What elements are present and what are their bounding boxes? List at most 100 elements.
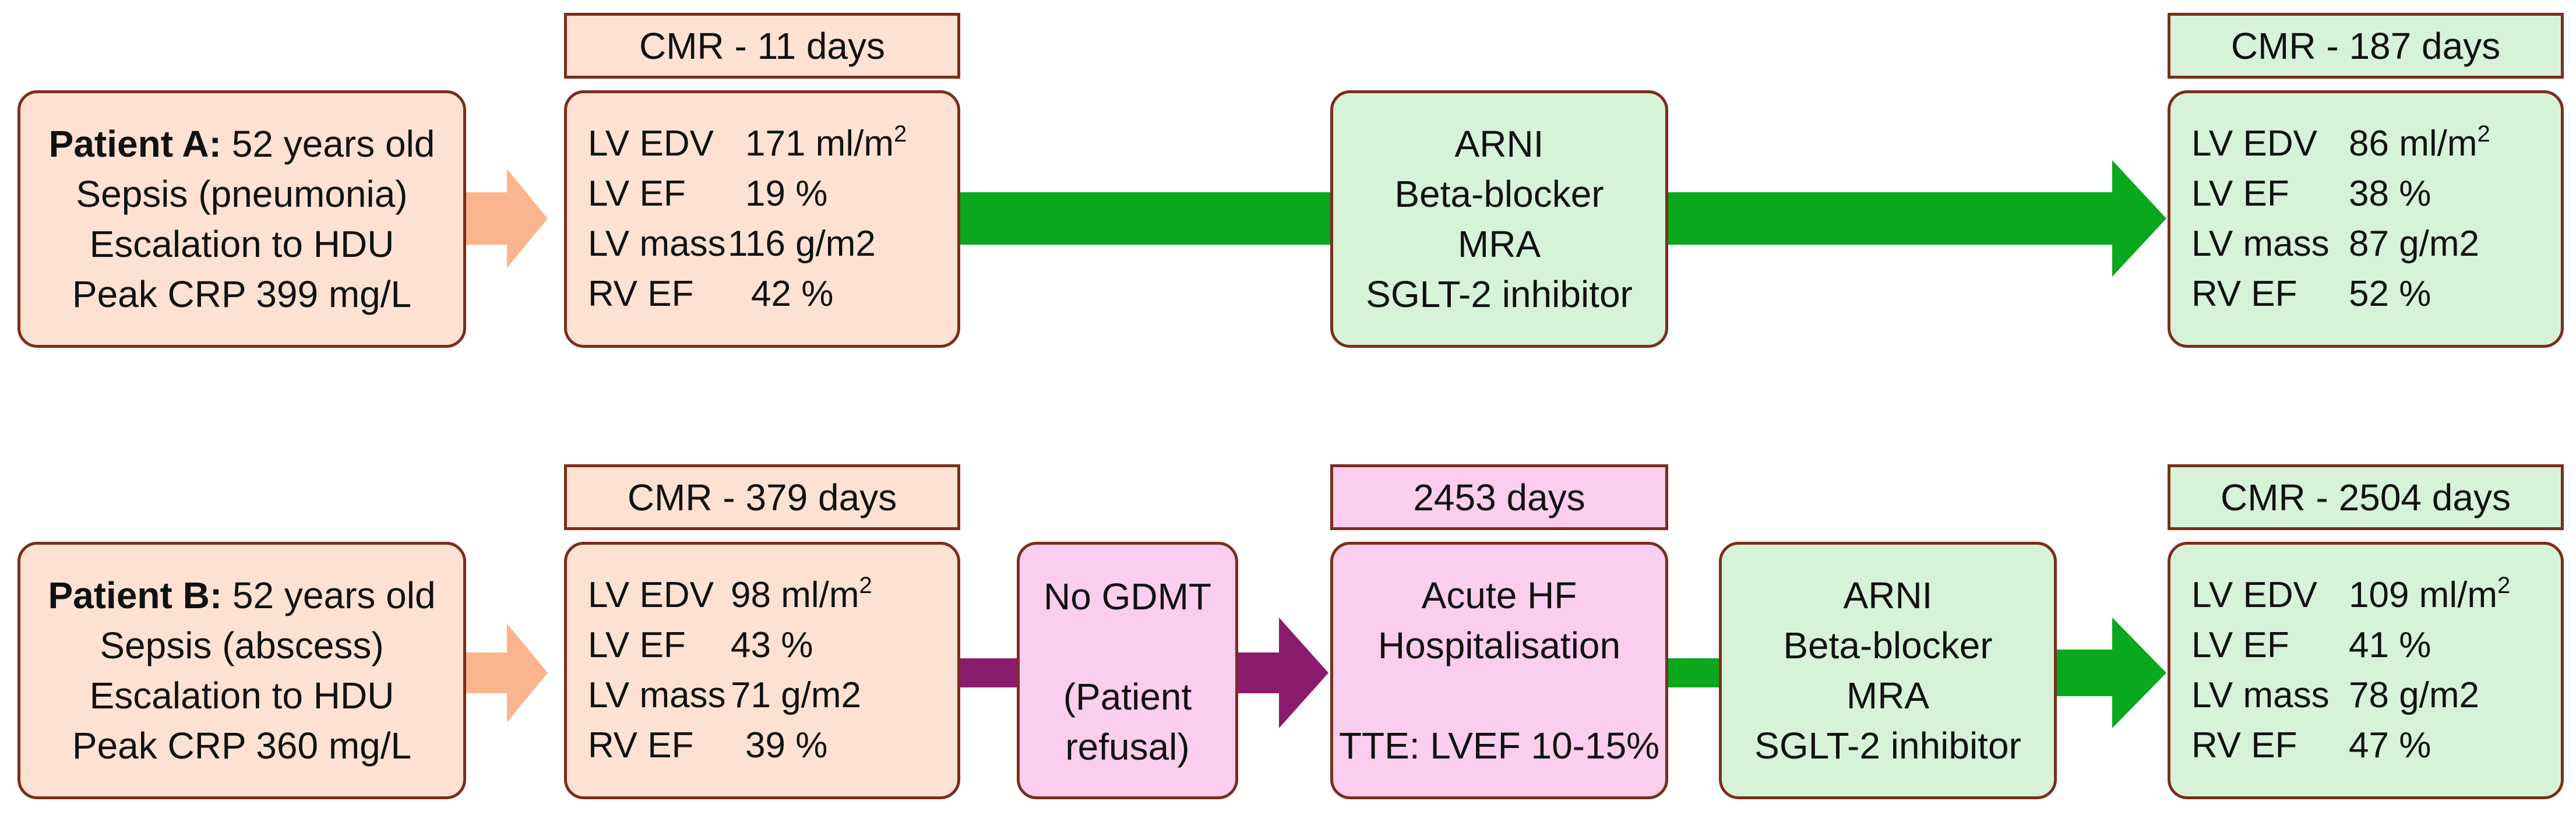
metric-name: LV EF bbox=[2191, 174, 2289, 214]
therapy-item: ARNI bbox=[1843, 574, 1933, 616]
metric-name: RV EF bbox=[588, 274, 694, 314]
no-gdmt-line2: (Patient bbox=[1063, 676, 1192, 718]
metric-name: LV EDV bbox=[588, 575, 714, 615]
metric-value: 52 % bbox=[2349, 274, 2431, 314]
metric-value: 42 % bbox=[751, 274, 834, 314]
metric-name: LV EF bbox=[2191, 625, 2289, 665]
metric-row: LV mass 78 g/m2 bbox=[2191, 671, 2561, 721]
hospitalisation-box: Acute HF Hospitalisation TTE: LVEF 10-15… bbox=[1330, 542, 1668, 799]
arrow-a-peach-body bbox=[466, 169, 548, 268]
hospitalisation-label: 2453 days bbox=[1330, 464, 1668, 530]
metric-row: LV EF 19 % bbox=[588, 169, 957, 219]
metric-sup: 2 bbox=[2497, 573, 2511, 598]
metric-value: 71 g/m2 bbox=[731, 675, 862, 715]
metric-value: 38 % bbox=[2349, 174, 2431, 214]
metric-sup: 2 bbox=[859, 573, 872, 598]
patient-b-cmr2-box: LV EDV 109 ml/m2 LV EF 41 % LV mass 78 g… bbox=[2168, 542, 2564, 799]
metric-name: LV EDV bbox=[588, 124, 714, 164]
therapy-item: SGLT-2 inhibitor bbox=[1366, 273, 1633, 315]
metric-row: LV EDV 109 ml/m2 bbox=[2191, 570, 2561, 620]
patient-b-cmr1-box: LV EDV 98 ml/m2 LV EF 43 % LV mass 71 g/… bbox=[564, 542, 960, 799]
patient-a-line-2: Escalation to HDU bbox=[89, 223, 394, 265]
metric-row: LV EDV 98 ml/m2 bbox=[588, 570, 957, 620]
arrow-b-peach bbox=[466, 623, 548, 722]
metric-name: RV EF bbox=[2191, 725, 2297, 765]
therapy-item: MRA bbox=[1846, 675, 1930, 717]
no-gdmt-box: No GDMT (Patient refusal) bbox=[1017, 542, 1238, 799]
arrow-b-green-2 bbox=[2057, 618, 2166, 728]
patient-b-box: Patient B: 52 years old Sepsis (abscess)… bbox=[17, 542, 466, 799]
metric-name: LV mass bbox=[588, 224, 726, 264]
hospitalisation-line2: Hospitalisation bbox=[1377, 625, 1621, 666]
patient-a-line-3: Peak CRP 399 mg/L bbox=[72, 273, 412, 315]
metric-name: LV mass bbox=[2191, 224, 2330, 264]
metric-value: 78 g/m2 bbox=[2349, 675, 2480, 715]
metric-value-wrap: 109 ml/m2 bbox=[2349, 570, 2510, 620]
patient-a-box: Patient A: 52 years old Sepsis (pneumoni… bbox=[17, 90, 466, 348]
no-gdmt-line3: refusal) bbox=[1065, 726, 1190, 768]
patient-b-line-1: Sepsis (abscess) bbox=[100, 625, 384, 666]
metric-value: 43 % bbox=[731, 625, 813, 665]
patient-b-line-3: Peak CRP 360 mg/L bbox=[72, 725, 412, 767]
patient-a-cmr1-label: CMR - 11 days bbox=[564, 13, 960, 79]
patient-a-cmr2-box: LV EDV 86 ml/m2 LV EF 38 % LV mass 87 g/… bbox=[2168, 90, 2564, 348]
therapy-item: SGLT-2 inhibitor bbox=[1754, 725, 2021, 767]
hospitalisation-line1: Acute HF bbox=[1421, 574, 1577, 616]
patient-a-cmr1-box: LV EDV 171 ml/m2 LV EF 19 % LV mass 116 … bbox=[564, 90, 960, 348]
metric-name: LV EF bbox=[588, 174, 686, 214]
metric-row: LV EF 43 % bbox=[588, 620, 957, 671]
metric-row: RV EF 42 % bbox=[588, 269, 957, 319]
metric-name: RV EF bbox=[588, 725, 694, 765]
patient-a-therapy-box: ARNI Beta-blocker MRA SGLT-2 inhibitor bbox=[1330, 90, 1668, 348]
metric-name: RV EF bbox=[2191, 274, 2297, 314]
metric-row: LV mass 87 g/m2 bbox=[2191, 219, 2561, 269]
metric-value: 47 % bbox=[2349, 725, 2431, 765]
metric-row: LV EDV 86 ml/m2 bbox=[2191, 119, 2561, 169]
patient-b-cmr1-label: CMR - 379 days bbox=[564, 464, 960, 530]
metric-value: 116 g/m2 bbox=[728, 224, 876, 264]
patient-a-line-1: Sepsis (pneumonia) bbox=[76, 173, 408, 215]
patient-b-line-2: Escalation to HDU bbox=[89, 675, 394, 717]
metric-value: 87 g/m2 bbox=[2349, 224, 2480, 264]
patient-b-therapy-box: ARNI Beta-blocker MRA SGLT-2 inhibitor bbox=[1719, 542, 2057, 799]
metric-row: LV EF 41 % bbox=[2191, 620, 2561, 671]
metric-value: 109 ml/m bbox=[2349, 575, 2497, 615]
arrow-b-green-1 bbox=[1666, 658, 1719, 687]
patient-a-cmr2-label: CMR - 187 days bbox=[2168, 13, 2564, 79]
metric-name: LV EDV bbox=[2191, 575, 2317, 615]
therapy-item: ARNI bbox=[1454, 123, 1544, 165]
metric-value: 86 ml/m bbox=[2349, 124, 2478, 164]
metric-row: LV EF 38 % bbox=[2191, 169, 2561, 219]
metric-sup: 2 bbox=[893, 121, 907, 147]
metric-value: 171 ml/m bbox=[745, 124, 894, 164]
metric-row: RV EF 39 % bbox=[588, 721, 957, 771]
metric-name: LV mass bbox=[588, 675, 726, 715]
metric-row: RV EF 52 % bbox=[2191, 269, 2561, 319]
metric-row: RV EF 47 % bbox=[2191, 721, 2561, 771]
therapy-item: Beta-blocker bbox=[1394, 173, 1604, 215]
metric-value: 39 % bbox=[745, 725, 828, 765]
hospitalisation-line3: TTE: LVEF 10-15% bbox=[1338, 725, 1660, 767]
metric-value-wrap: 171 ml/m2 bbox=[745, 119, 907, 169]
therapy-item: MRA bbox=[1457, 223, 1541, 265]
therapy-item: Beta-blocker bbox=[1783, 625, 1993, 666]
no-gdmt-title: No GDMT bbox=[1044, 576, 1211, 618]
metric-row: LV mass 116 g/m2 bbox=[588, 219, 957, 269]
patient-a-name: Patient A: bbox=[48, 123, 221, 165]
patient-a-age: 52 years old bbox=[231, 123, 435, 165]
metric-name: LV EDV bbox=[2191, 124, 2317, 164]
metric-row: LV EDV 171 ml/m2 bbox=[588, 119, 957, 169]
metric-value: 41 % bbox=[2349, 625, 2431, 665]
metric-value: 19 % bbox=[745, 174, 828, 214]
metric-row: LV mass 71 g/m2 bbox=[588, 671, 957, 721]
patient-b-name: Patient B: bbox=[48, 574, 223, 616]
metric-value: 98 ml/m bbox=[731, 575, 859, 615]
metric-name: LV mass bbox=[2191, 675, 2330, 715]
metric-value-wrap: 98 ml/m2 bbox=[731, 570, 872, 620]
metric-name: LV EF bbox=[588, 625, 686, 665]
patient-b-age: 52 years old bbox=[232, 574, 436, 616]
patient-a-header: Patient A: 52 years old bbox=[49, 119, 435, 169]
metric-value-wrap: 86 ml/m2 bbox=[2349, 119, 2490, 169]
patient-b-header: Patient B: 52 years old bbox=[48, 570, 435, 620]
metric-sup: 2 bbox=[2477, 121, 2490, 147]
